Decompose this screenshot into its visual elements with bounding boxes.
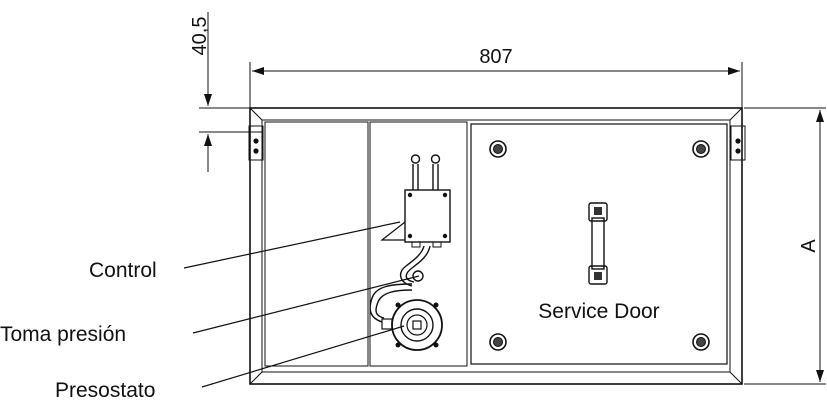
left-mounting-bracket	[248, 125, 264, 161]
door-fastener-bottom-left	[489, 333, 507, 351]
service-door-label: Service Door	[538, 300, 659, 323]
right-mounting-bracket	[730, 125, 746, 161]
door-fastener-bottom-right	[692, 333, 710, 351]
width-dimension: 807	[249, 46, 743, 112]
presostato-leader	[201, 325, 405, 388]
control-label: Control	[89, 259, 157, 282]
door-fastener-top-right	[692, 140, 710, 158]
toma-presion-leader	[192, 275, 420, 334]
offset-dimension-label: 40,5	[189, 17, 211, 56]
control-leader	[183, 221, 401, 269]
control-panel	[369, 121, 468, 367]
pressure-switch	[381, 299, 443, 351]
toma-presion-label: Toma presión	[0, 323, 126, 346]
presostato-label: Presostato	[55, 379, 155, 402]
service-door-panel	[470, 123, 728, 365]
left-panel	[264, 121, 369, 367]
height-dimension: A	[744, 107, 826, 385]
offset-dimension: 40,5	[189, 12, 262, 172]
control-box	[380, 154, 451, 248]
unit-frame	[249, 107, 743, 385]
door-fastener-top-left	[489, 140, 507, 158]
door-handle	[588, 202, 608, 285]
height-dimension-label: A	[798, 239, 820, 253]
width-dimension-label: 807	[479, 46, 512, 68]
